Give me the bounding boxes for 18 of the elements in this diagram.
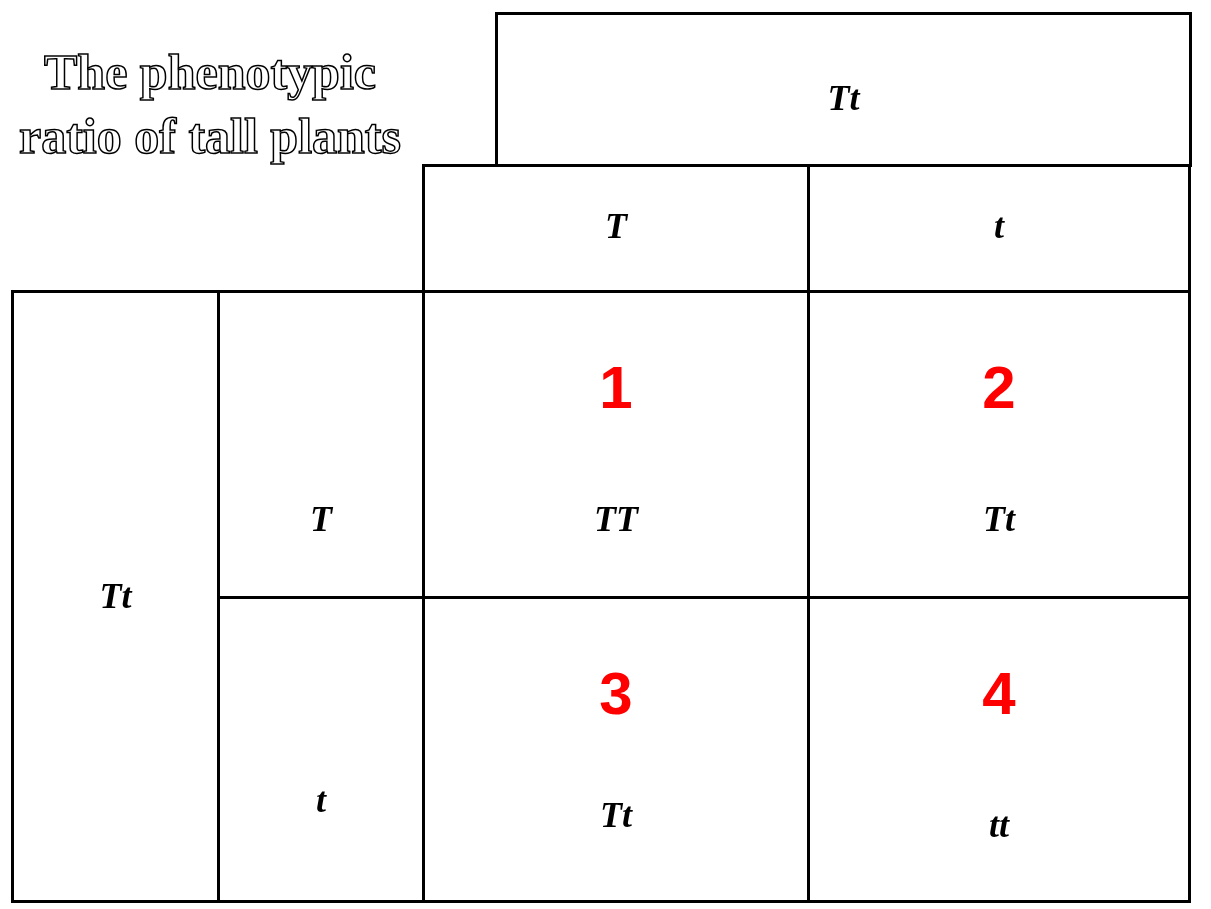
parent-genotype-box	[11, 290, 220, 903]
parent-genotype-box	[495, 12, 1192, 167]
genotype-label: Tt	[98, 575, 134, 617]
genotype-label: t	[315, 779, 328, 821]
genotype-label: Tt	[826, 77, 862, 119]
cell-number: 3	[598, 659, 634, 728]
cell-number: 2	[981, 353, 1017, 422]
genotype-label: Tt	[982, 498, 1017, 540]
title: The phenotypic ratio of tall plants	[18, 43, 402, 167]
genotype-label: T	[309, 498, 334, 540]
genotype-label: TT	[593, 498, 640, 540]
genotype-label: Tt	[599, 794, 634, 836]
genotype-label: t	[993, 205, 1006, 247]
genotype-label: T	[604, 205, 629, 247]
genotype-label: tt	[988, 804, 1011, 846]
cell-number: 4	[981, 659, 1017, 728]
cell-number: 1	[598, 353, 634, 422]
punnett-cell	[807, 596, 1191, 903]
